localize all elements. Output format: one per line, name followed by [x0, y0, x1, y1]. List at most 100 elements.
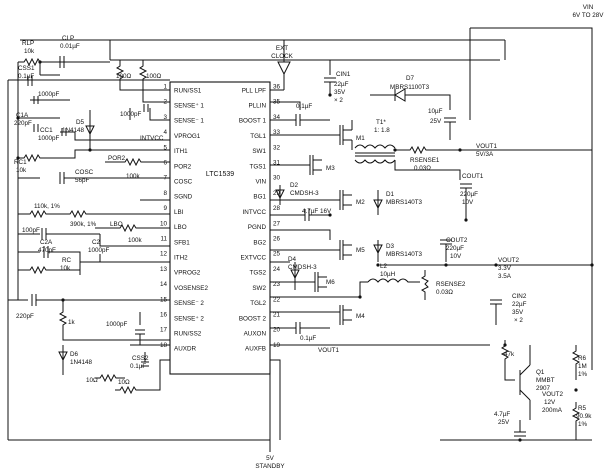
pin-name: VIN — [256, 179, 267, 186]
vout2-value-1: 3.3V — [498, 265, 512, 272]
ext-clock-label-1: EXT — [276, 45, 288, 52]
cout2-label: COUT2 — [446, 237, 468, 244]
r-110k-label: 110k, 1% — [34, 203, 60, 210]
r-10ohm-a-label: 10Ω — [86, 377, 98, 384]
por2-label: POR2 — [108, 155, 126, 162]
c-01uf-b-label: 0.1µF — [300, 335, 316, 342]
pin-number: 13 — [160, 266, 168, 273]
vin-range: 6V TO 28V — [573, 12, 605, 19]
cin2-label: CIN2 — [512, 293, 527, 300]
pin-number: 24 — [273, 266, 281, 273]
d1-label: D1 — [386, 191, 395, 198]
vout1-label: VOUT1 — [476, 143, 497, 150]
css2-value: 0.1µF — [130, 363, 146, 370]
pin-name: SENSE⁻ 1 — [174, 118, 204, 125]
r6-label: R6 — [578, 355, 587, 362]
l2-value: 10µH — [380, 271, 396, 278]
pin-number: 22 — [273, 296, 281, 303]
d7-label: D7 — [406, 75, 415, 82]
pin-name: PLL LPF — [242, 87, 266, 94]
vout2-12v-label: VOUT2 — [542, 391, 563, 398]
cin2-value-1: 22µF — [512, 301, 527, 308]
r-390k-label: 390k, 1% — [70, 221, 97, 228]
pin-name: TGL2 — [250, 300, 266, 307]
vout2-label: VOUT2 — [498, 257, 519, 264]
pin-name: SGND — [174, 194, 193, 201]
css2-label: CSS2 — [132, 355, 149, 362]
standby-label: STANDBY — [255, 463, 285, 470]
c-47uf-25v-voltage: 25V — [498, 419, 510, 426]
rc-label: RC — [62, 257, 72, 264]
pin-number: 32 — [273, 144, 281, 151]
c-1000pf-c-label: 1000pF — [120, 111, 142, 118]
pin-number: 8 — [163, 190, 167, 197]
vin-title: VIN — [583, 4, 594, 11]
d5-type: 1N4148 — [62, 127, 85, 134]
pin-number: 23 — [273, 281, 281, 288]
rc1-label: RC1 — [14, 159, 27, 166]
r6-value: 1M — [578, 363, 587, 370]
q1-type-2: 2907 — [536, 385, 551, 392]
pin-number: 12 — [160, 251, 168, 258]
c-10uf-label: 10µF — [428, 108, 443, 115]
rlp-label: RLP — [22, 40, 34, 47]
vout2-value-2: 3.5A — [498, 273, 512, 280]
c-47uf-25v-label: 4.7µF — [494, 411, 510, 418]
d6-type: 1N4148 — [70, 359, 93, 366]
d6-label: D6 — [70, 351, 79, 358]
m6-label: M6 — [326, 279, 335, 286]
m5-label: M5 — [356, 247, 365, 254]
m4-label: M4 — [356, 313, 365, 320]
pin-name: TGL1 — [250, 133, 266, 140]
css1-label: CSS1 — [18, 65, 35, 72]
c1a-label: C1A — [16, 112, 29, 119]
rc1-value: 10k — [16, 167, 27, 174]
rsense2-value: 0.03Ω — [436, 289, 453, 296]
d7-type: MBRS1100T3 — [390, 84, 430, 91]
d2-label: D2 — [290, 182, 299, 189]
rsense2-label: RSENSE2 — [436, 281, 466, 288]
cout1-value-2: 10V — [462, 199, 474, 206]
c1a-value: 220pF — [14, 120, 32, 127]
m1-label: M1 — [356, 135, 365, 142]
vout2-12v-value-1: 12V — [544, 399, 556, 406]
vout1-b-label: VOUT1 — [318, 347, 339, 354]
cc1-value: 1000pF — [38, 135, 60, 142]
t1-ratio: 1: 1.8 — [374, 127, 390, 134]
pin-name: RUN/SS2 — [174, 331, 202, 338]
r-100ohm-a-label: 100Ω — [116, 73, 132, 80]
c-1000pf-a-label: 1000pF — [38, 91, 60, 98]
pin-name: EXTVCC — [240, 255, 266, 262]
pin-number: 28 — [273, 205, 281, 212]
rsense1-label: RSENSE1 — [410, 157, 440, 164]
r-1k-label: 1k — [68, 319, 76, 326]
cosc-label: COSC — [75, 169, 94, 176]
r-100ohm-b-label: 100Ω — [146, 73, 162, 80]
pin-name: SW2 — [252, 285, 266, 292]
pin-number: 14 — [160, 281, 168, 288]
pin-number: 17 — [160, 327, 168, 334]
pin-name: COSC — [174, 179, 193, 186]
junction-dots — [16, 60, 594, 442]
rsense1-value: 0.03Ω — [414, 165, 431, 172]
pin-name: VOSENSE2 — [174, 285, 208, 292]
pin-number: 16 — [160, 312, 168, 319]
r5-label: R5 — [578, 405, 587, 412]
pin-name: INTVCC — [243, 209, 267, 216]
